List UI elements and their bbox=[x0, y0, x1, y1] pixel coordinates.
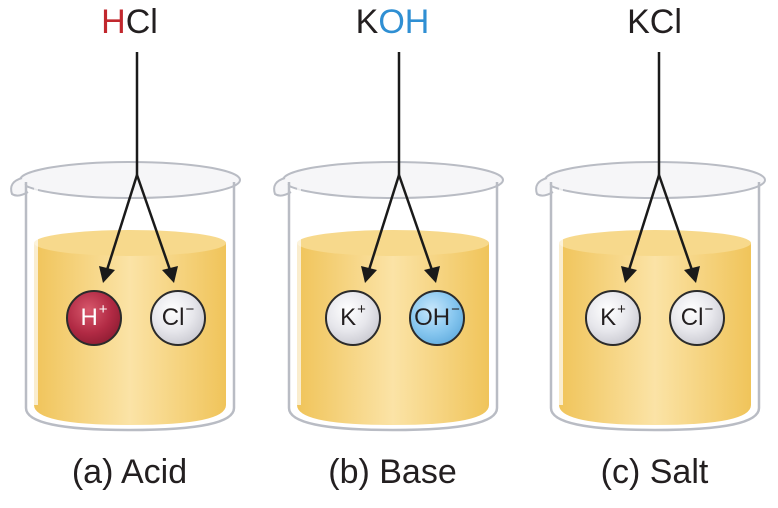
liquid bbox=[559, 243, 751, 425]
beaker-wall bbox=[287, 182, 499, 432]
ion-k-plus: K+ bbox=[585, 290, 641, 346]
beaker-spout bbox=[10, 177, 29, 197]
caption-salt: (c) Salt bbox=[600, 453, 709, 491]
liquid-surface bbox=[559, 230, 751, 256]
panel-base: KOH K+ OH− (b) Base bbox=[263, 0, 522, 508]
formula-part: Cl bbox=[125, 3, 158, 41]
beaker-rim bbox=[19, 161, 241, 199]
liquid-surface bbox=[297, 230, 489, 256]
caption-acid: (a) Acid bbox=[71, 453, 188, 491]
ion-cl-minus: Cl− bbox=[669, 290, 725, 346]
formula-part: KCl bbox=[627, 3, 682, 41]
liquid bbox=[34, 243, 226, 425]
beaker-rim bbox=[544, 161, 766, 199]
ion-k-plus: K+ bbox=[325, 290, 381, 346]
beaker-spout bbox=[535, 177, 554, 197]
formula-part: OH bbox=[378, 3, 430, 41]
ion-cl-minus: Cl− bbox=[150, 290, 206, 346]
panel-salt: KCl K+ Cl− (c) Salt bbox=[525, 0, 778, 508]
liquid bbox=[297, 243, 489, 425]
panel-acid: HCl H+ Cl− (a) Acid bbox=[0, 0, 259, 508]
beaker-acid bbox=[10, 52, 241, 432]
liquid-surface bbox=[34, 230, 226, 256]
dissociation-arrows bbox=[361, 52, 440, 283]
formula-part: K bbox=[355, 3, 379, 41]
beaker-salt bbox=[535, 52, 766, 432]
beaker-wall bbox=[549, 182, 761, 432]
beaker-base bbox=[273, 52, 504, 432]
beaker-wall bbox=[24, 182, 236, 432]
formula-kcl: KCl bbox=[525, 2, 778, 42]
ion-oh-minus: OH− bbox=[409, 290, 465, 346]
dissociation-arrows bbox=[621, 52, 700, 283]
dissociation-arrows bbox=[99, 52, 178, 283]
beaker-spout bbox=[273, 177, 292, 197]
formula-hcl: HCl bbox=[0, 2, 259, 42]
formula-koh: KOH bbox=[263, 2, 522, 42]
ion-h-plus: H+ bbox=[66, 290, 122, 346]
formula-part: H bbox=[101, 3, 126, 41]
caption-base: (b) Base bbox=[328, 453, 457, 491]
